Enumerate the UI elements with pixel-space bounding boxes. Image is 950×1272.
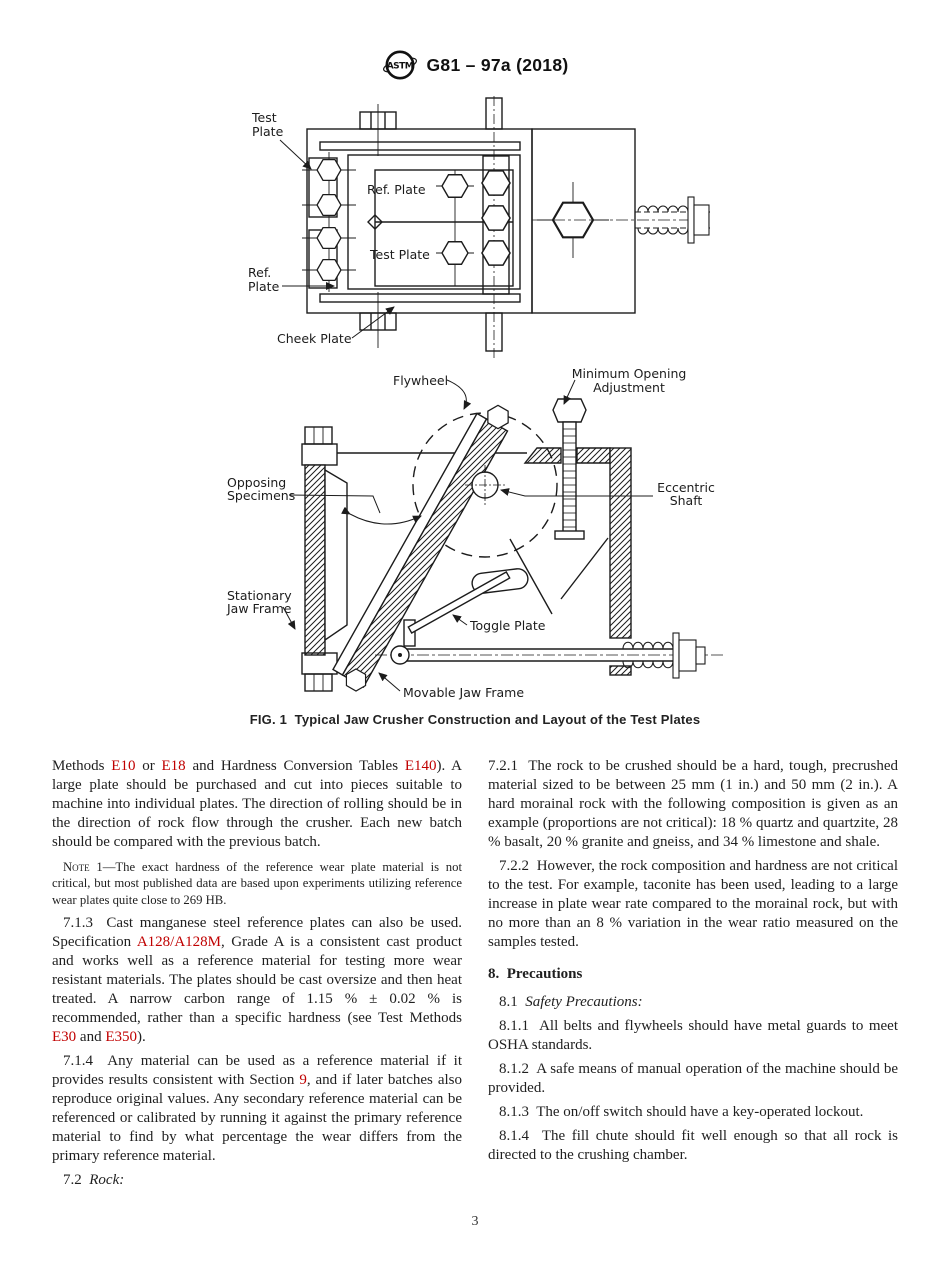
label-flywheel: Flywheel (393, 373, 448, 388)
label-movable-jaw-frame: Movable Jaw Frame (403, 685, 524, 700)
label-minimum-opening-line2: Adjustment (593, 380, 665, 395)
note-1: Note 1—The exact hardness of the referen… (52, 860, 462, 907)
paragraph-8-1-1: 8.1.1 All belts and flywheels should hav… (488, 1018, 902, 1053)
left-column: Methods E10 or E18 and Hardness Conversi… (52, 757, 462, 1190)
label-eccentric-shaft: Eccentric (657, 480, 715, 495)
astm-logo-icon: ASTM (382, 50, 417, 80)
label-test-plate-line2: Plate (252, 124, 284, 139)
label-ref-plate-inner: Ref. Plate (367, 182, 426, 197)
figure-1: Test Plate Ref. Plate Cheek Plate Ref. P… (0, 84, 950, 727)
label-test-plate-inner: Test Plate (369, 247, 430, 262)
paragraph-7-1-2-continued: Methods E10 or E18 and Hardness Conversi… (52, 758, 466, 850)
label-stationary-jaw-frame: Stationary (227, 588, 292, 603)
reference-link[interactable]: A128/A128M (136, 934, 221, 951)
paragraph-7-1-3: 7.1.3 Cast manganese steel reference pla… (52, 915, 466, 1046)
right-column: 7.2.1 The rock to be crushed should be a… (488, 757, 898, 1190)
page-header: ASTM G81 – 97a (2018) (0, 46, 950, 84)
figure-caption: FIG. 1 Typical Jaw Crusher Construction … (249, 712, 701, 727)
body-text: Methods E10 or E18 and Hardness Conversi… (0, 757, 950, 1190)
label-test-plate: Test (251, 110, 277, 125)
label-minimum-opening: Minimum Opening (572, 366, 687, 381)
jaw-crusher-side-view-diagram: Flywheel Minimum Opening Adjustment Oppo… (226, 366, 725, 700)
section-heading-precautions: 8. Precautions (488, 966, 583, 982)
label-stationary-jaw-frame-line2: Jaw Frame (226, 601, 292, 616)
reference-link[interactable]: E350 (105, 1029, 138, 1046)
paragraph-8-1: 8.1 Safety Precautions: (499, 994, 643, 1010)
label-opposing-specimens-line2: Specimens (227, 488, 295, 503)
standard-designation: G81 – 97a (2018) (426, 54, 569, 75)
paragraph-8-1-3: 8.1.3 The on/off switch should have a ke… (499, 1104, 864, 1120)
astm-logo-text: ASTM (386, 62, 413, 72)
paragraph-7-2-1: 7.2.1 The rock to be crushed should be a… (488, 758, 902, 850)
paragraph-7-1-4: 7.1.4 Any material can be used as a refe… (52, 1053, 466, 1165)
reference-link[interactable]: E10 (111, 758, 136, 774)
reference-link[interactable]: 9 (299, 1072, 307, 1089)
paragraph-7-2-2: 7.2.2 However, the rock composition and … (488, 858, 902, 950)
reference-link[interactable]: E30 (52, 1029, 77, 1046)
label-toggle-plate: Toggle Plate (469, 618, 546, 633)
reference-link[interactable]: E140 (404, 758, 437, 774)
label-cheek-plate: Cheek Plate (277, 331, 352, 346)
reference-link[interactable]: E18 (161, 758, 186, 774)
label-eccentric-shaft-line2: Shaft (670, 493, 703, 508)
jaw-crusher-top-view-diagram: Test Plate Ref. Plate Cheek Plate Ref. P… (248, 96, 710, 359)
page-number: 3 (471, 1214, 479, 1229)
paragraph-7-2: 7.2 Rock: (63, 1172, 125, 1189)
label-ref-plate: Ref. (248, 265, 271, 280)
label-ref-plate-line2: Plate (248, 279, 280, 294)
label-opposing-specimens: Opposing (227, 475, 286, 490)
paragraph-8-1-2: 8.1.2 A safe means of manual operation o… (488, 1061, 902, 1096)
paragraph-8-1-4: 8.1.4 The fill chute should fit well eno… (488, 1128, 902, 1163)
